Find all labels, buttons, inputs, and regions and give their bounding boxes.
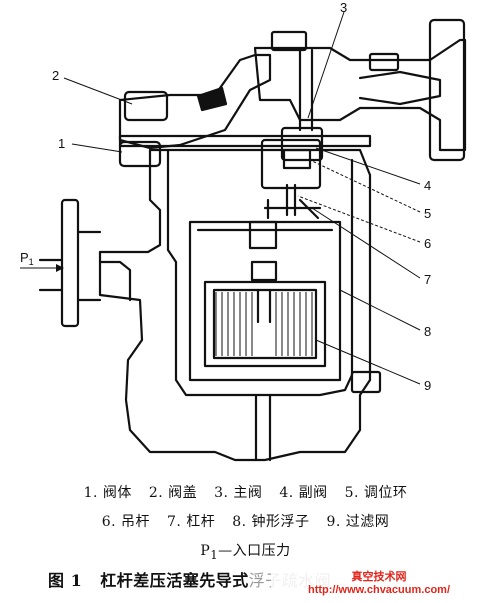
figure-number: 图 1 <box>48 571 83 590</box>
leader-6 <box>297 195 421 243</box>
leader-3 <box>307 11 345 119</box>
drain-plug <box>350 370 382 394</box>
cover-bolt-left-lower <box>118 140 162 168</box>
callout-9: 9 <box>424 378 431 393</box>
legend-item-3: 3. 主阀 <box>214 485 263 501</box>
watermark-name: 真空技术网 <box>351 571 407 583</box>
legend-item-2: 2. 阀盖 <box>148 485 198 501</box>
legend-item-1: 1. 阀体 <box>83 485 132 501</box>
main-valve-seat <box>280 126 324 162</box>
legend-line-3: P1—入口压力 <box>0 540 491 562</box>
legend-item-4: 4. 副阀 <box>279 485 328 501</box>
leader-4 <box>315 147 421 185</box>
valve-body-inner-wall <box>166 148 354 397</box>
bell-float <box>188 220 342 382</box>
drain-outlet <box>254 393 272 462</box>
callout-4: 4 <box>424 178 431 193</box>
main-valve-stem <box>298 48 314 132</box>
callout-8: 8 <box>424 324 431 339</box>
leader-8 <box>339 289 421 331</box>
pilot-valve <box>260 138 322 190</box>
legend-line-1: 1. 阀体 2. 阀盖 3. 主阀 4. 副阀 5. 调位环 <box>0 482 491 502</box>
callout-6: 6 <box>424 236 431 251</box>
strainer-stem <box>256 288 272 324</box>
callout-5: 5 <box>424 206 431 221</box>
adjusting-ring <box>282 148 312 170</box>
cover-flange-plate <box>118 134 372 148</box>
strainer-inner <box>212 288 318 360</box>
legend-line-2: 6. 吊杆 7. 杠杆 8. 钟形浮子 9. 过滤网 <box>0 511 491 531</box>
outlet-body <box>253 38 467 152</box>
watermark-background <box>271 571 487 603</box>
leader-2 <box>63 77 133 105</box>
leader-1 <box>71 143 123 153</box>
legend-item-9: 9. 过滤网 <box>326 514 390 530</box>
strainer <box>203 280 327 368</box>
callout-7: 7 <box>424 272 431 287</box>
outlet-nozzle <box>358 70 442 106</box>
figure-title-text: 杠杆差压活塞先导式 <box>100 571 249 590</box>
outlet-flange <box>428 18 466 162</box>
cover-bolt-left <box>123 90 169 122</box>
cover-crest <box>196 86 228 112</box>
inlet-label-symbol: P <box>20 250 29 265</box>
inlet-passage <box>98 260 132 302</box>
inlet-arrow-head <box>56 264 64 272</box>
right-nut <box>368 52 400 72</box>
lever <box>263 198 322 220</box>
legend-pressure-symbol: P <box>200 543 211 559</box>
callout-3: 3 <box>340 0 347 15</box>
inlet-pipe <box>38 230 102 302</box>
callout-1: 1 <box>58 136 65 151</box>
leader-5 <box>309 159 421 213</box>
valve-body-outline <box>98 148 372 462</box>
legend-item-5: 5. 调位环 <box>344 485 408 501</box>
inlet-label-subscript: 1 <box>29 257 34 267</box>
legend-item-7: 7. 杠杆 <box>166 514 216 530</box>
leader-9 <box>315 339 421 385</box>
watermark-link[interactable]: 真空技术网 http://www.chvacuum.com/ <box>275 571 483 601</box>
callout-2: 2 <box>52 68 59 83</box>
valve-drawing: 1 2 3 4 5 6 7 8 9 P1 <box>20 0 467 462</box>
legend-pressure-subscript: 1 <box>210 547 219 562</box>
leader-7 <box>311 207 421 279</box>
float-top-nut <box>248 220 278 250</box>
inlet-flange <box>60 198 80 328</box>
legend-item-6: 6. 吊杆 <box>101 514 150 530</box>
watermark-url: http://www.chvacuum.com/ <box>308 584 450 596</box>
legend-pressure-text: —入口压力 <box>218 543 291 559</box>
top-nut <box>270 30 308 52</box>
valve-cover <box>118 53 272 150</box>
valve-cross-section-diagram: 1 2 3 4 5 6 7 8 9 P1 <box>20 0 467 462</box>
inlet-label: P1 <box>20 250 34 267</box>
legend-item-8: 8. 钟形浮子 <box>232 514 310 530</box>
hanger-rod <box>285 183 297 217</box>
float-lower-nut <box>250 260 278 282</box>
